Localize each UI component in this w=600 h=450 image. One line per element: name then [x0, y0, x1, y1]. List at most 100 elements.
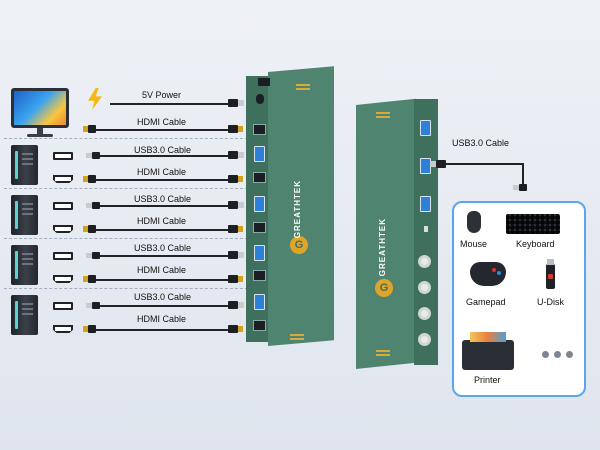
stripe-icon [376, 112, 390, 114]
pc1-hdmi-label: HDMI Cable [137, 167, 187, 177]
stripe-icon [376, 116, 390, 118]
kvm-switch-front [356, 95, 440, 371]
peripheral-usb-label: USB3.0 Cable [452, 138, 510, 148]
indicator-icon [424, 226, 428, 232]
monitor-icon [11, 88, 69, 128]
gamepad-label: Gamepad [466, 297, 506, 307]
pc1-usb-cable [100, 155, 228, 157]
hdmi-plug-icon [228, 125, 243, 133]
usb-plug-icon [228, 251, 244, 259]
separator-3 [4, 238, 248, 239]
monitor-base-icon [27, 134, 53, 137]
printer-icon [462, 332, 514, 370]
pc4-usb-label: USB3.0 Cable [134, 292, 192, 302]
hdmi-out-port-icon [253, 124, 266, 135]
switch-icon [258, 78, 270, 86]
hdmi-port-icon [53, 275, 73, 283]
usb-in-port-icon [254, 294, 265, 310]
mouse-icon [467, 211, 481, 233]
select-button-2[interactable] [418, 281, 431, 294]
usb-plug-icon [86, 252, 100, 259]
usb-port-icon [53, 152, 73, 160]
usb-plug-icon [86, 152, 100, 159]
separator-1 [4, 138, 248, 139]
usb-port-icon [53, 302, 73, 310]
usb-in-port-icon [254, 196, 265, 212]
hdmi-plug-icon [228, 325, 243, 333]
hdmi-in-port-icon [253, 172, 266, 183]
hdmi-plug-icon [228, 175, 243, 183]
stripe-icon [376, 350, 390, 352]
brand-logo-icon: G [375, 279, 393, 297]
hdmi-port-icon [53, 325, 73, 333]
more-dot-icon [566, 351, 573, 358]
separator-4 [4, 288, 248, 289]
brand-name-rear: GREATHTEK [293, 180, 302, 239]
pc-tower-icon [11, 295, 38, 335]
hdmi-plug-icon [228, 275, 243, 283]
usb-in-port-icon [254, 146, 265, 162]
monitor-hdmi-cable [96, 129, 228, 131]
hdmi-plug-icon [83, 175, 96, 183]
hdmi-in-port-icon [253, 320, 266, 331]
usb-plug-icon [513, 184, 527, 191]
hdmi-port-icon [53, 175, 73, 183]
pc3-usb-cable [100, 255, 228, 257]
kvm-front-side [414, 99, 438, 365]
hdmi-in-port-icon [253, 270, 266, 281]
stripe-icon [296, 84, 310, 86]
usb-in-port-icon [254, 245, 265, 261]
peripheral-usb-cable-h1 [446, 163, 524, 165]
pc-tower-icon [11, 195, 38, 235]
keyboard-icon [506, 214, 560, 234]
peripheral-usb-cable-v [522, 163, 524, 185]
keyboard-label: Keyboard [516, 239, 555, 249]
pc-tower-icon [11, 245, 38, 285]
usb-plug-icon [228, 201, 244, 209]
more-dot-icon [554, 351, 561, 358]
select-button-1[interactable] [418, 255, 431, 268]
stripe-icon [296, 88, 310, 90]
select-button-4[interactable] [418, 333, 431, 346]
usb-plug-icon [436, 160, 446, 168]
hdmi-port-icon [53, 225, 73, 233]
printer-label: Printer [474, 375, 501, 385]
power-plug-icon [228, 99, 244, 107]
monitor-hdmi-label: HDMI Cable [137, 117, 187, 127]
pc2-usb-label: USB3.0 Cable [134, 194, 192, 204]
hdmi-plug-icon [83, 325, 96, 333]
usb-port-icon [53, 252, 73, 260]
pc4-hdmi-label: HDMI Cable [137, 314, 187, 324]
usb-out-port-icon [420, 120, 431, 136]
hdmi-plug-icon [83, 125, 96, 133]
pc2-usb-cable [100, 205, 228, 207]
hdmi-in-port-icon [253, 222, 266, 233]
pc4-usb-cable [100, 305, 228, 307]
usb-port-icon [53, 202, 73, 210]
stripe-icon [290, 338, 304, 340]
pc-tower-icon [11, 145, 38, 185]
stripe-icon [290, 334, 304, 336]
more-dot-icon [542, 351, 549, 358]
pc3-hdmi-cable [96, 279, 228, 281]
power-cable-label: 5V Power [142, 90, 182, 100]
udisk-icon [546, 259, 555, 289]
usb-plug-icon [228, 301, 244, 309]
usb-plug-icon [86, 302, 100, 309]
pc3-hdmi-label: HDMI Cable [137, 265, 187, 275]
udisk-label: U-Disk [537, 297, 564, 307]
gamepad-icon [470, 262, 506, 286]
pc1-usb-label: USB3.0 Cable [134, 145, 192, 155]
usb-plug-icon [86, 202, 100, 209]
brand-name-front: GREATHTEK [378, 218, 387, 277]
pc4-hdmi-cable [96, 329, 228, 331]
pc2-hdmi-cable [96, 229, 228, 231]
brand-logo-icon: G [290, 236, 308, 254]
dc-port-icon [256, 94, 264, 104]
separator-2 [4, 188, 248, 189]
usb-out-port-icon [420, 196, 431, 212]
usb-plug-icon [228, 151, 244, 159]
select-button-3[interactable] [418, 307, 431, 320]
pc2-hdmi-label: HDMI Cable [137, 216, 187, 226]
power-cable [110, 103, 236, 105]
